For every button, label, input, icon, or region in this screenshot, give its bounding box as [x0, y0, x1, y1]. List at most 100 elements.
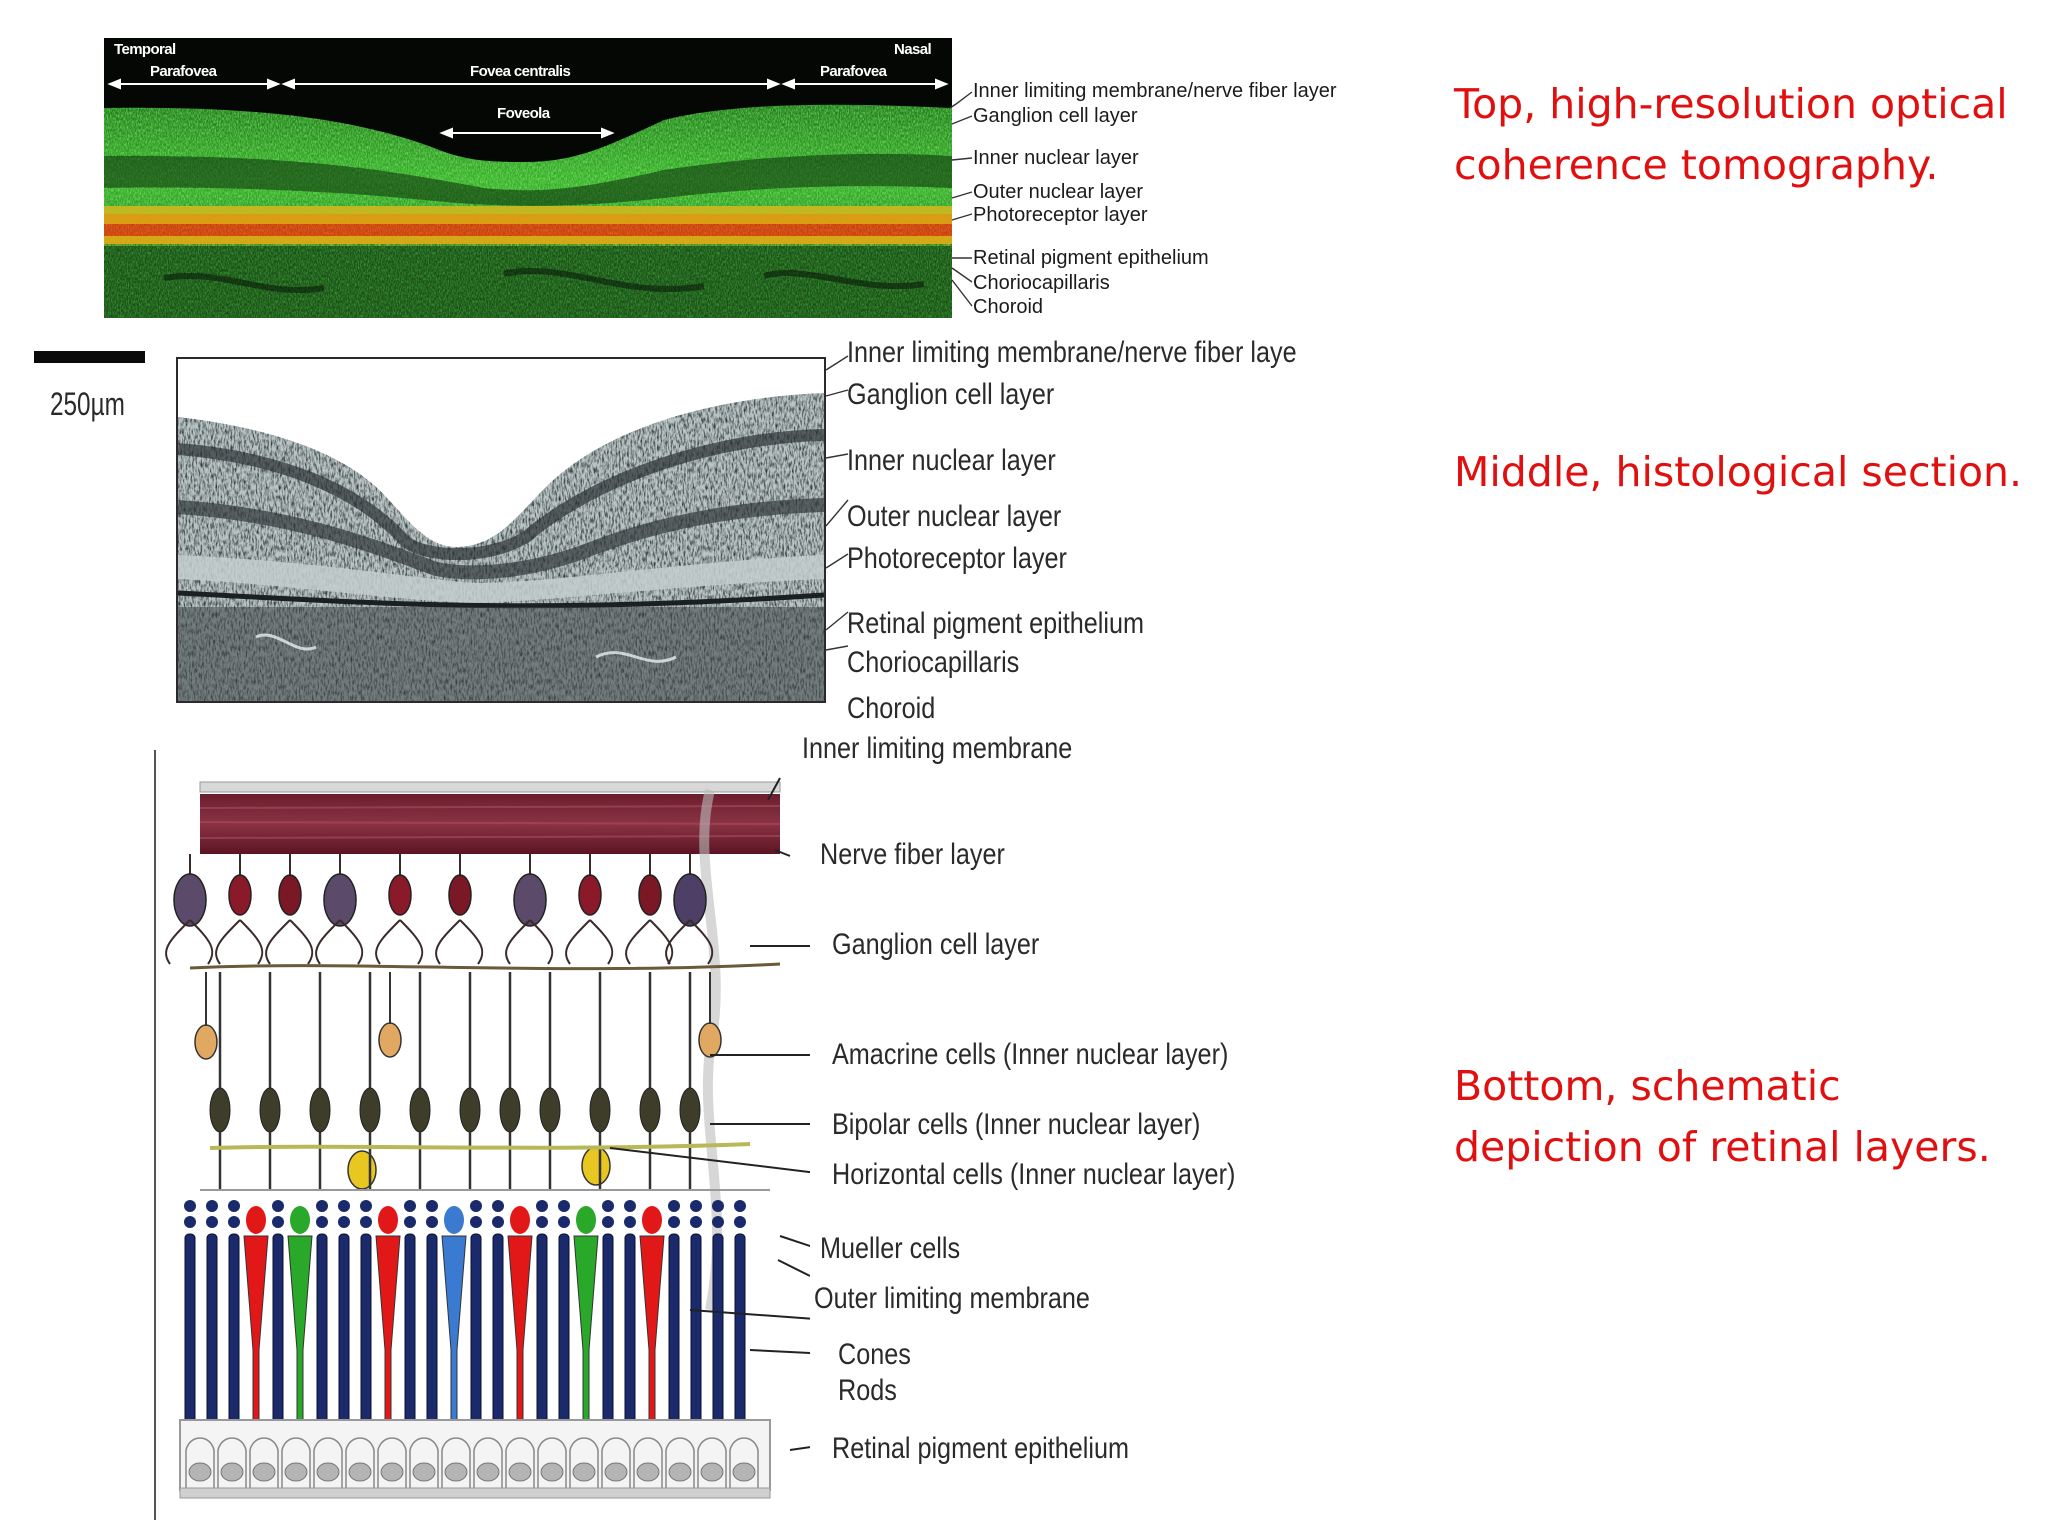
rod: [316, 1233, 328, 1425]
rod-nucleus: [338, 1200, 350, 1212]
ganglion-cell: [513, 873, 547, 927]
rod-nucleus: [624, 1200, 636, 1212]
rod-nucleus: [470, 1200, 482, 1212]
rod-nucleus: [360, 1200, 372, 1212]
ganglion-dendrite: [435, 919, 484, 965]
rpe-cell: [473, 1437, 503, 1490]
horizontal-cell: [581, 1146, 611, 1186]
rpe-nucleus: [476, 1462, 500, 1482]
oct-panel: Temporal Nasal Parafovea Fovea centralis…: [0, 0, 1440, 330]
ganglion-cell: [578, 874, 602, 916]
rpe-nucleus: [188, 1462, 212, 1482]
histo-label-ilm-nfl: Inner limiting membrane/nerve fiber laye: [847, 336, 1297, 369]
rpe-cell: [217, 1437, 247, 1490]
rod-nucleus: [404, 1200, 416, 1212]
caption-bottom: Bottom, schematic depiction of retinal l…: [1454, 1062, 1991, 1171]
rod-nucleus: [426, 1216, 438, 1228]
cone: [441, 1235, 467, 1425]
rod-nucleus: [492, 1200, 504, 1212]
schem-label-ganglion: Ganglion cell layer: [832, 928, 1040, 961]
bipolar-cell: [359, 1087, 381, 1133]
rpe-nucleus: [508, 1462, 532, 1482]
rod: [272, 1233, 284, 1425]
bipolar-cell: [639, 1087, 661, 1133]
amacrine-cell: [194, 1024, 218, 1060]
rpe-cell: [345, 1437, 375, 1490]
histo-label-choriocapillaris: Choriocapillaris: [847, 646, 1020, 679]
oct-label-choroid: Choroid: [973, 296, 1044, 318]
schem-label-mueller: Mueller cells: [820, 1232, 961, 1265]
rod-nucleus: [184, 1216, 196, 1228]
rod: [426, 1233, 438, 1425]
cone: [639, 1235, 665, 1425]
rpe-nucleus: [412, 1462, 436, 1482]
oct-nasal-label: Nasal: [894, 41, 932, 58]
rod-nucleus: [206, 1216, 218, 1228]
rod: [536, 1233, 548, 1425]
rpe-nucleus: [220, 1462, 244, 1482]
cone: [287, 1235, 313, 1425]
rpe-cell: [313, 1437, 343, 1490]
ganglion-cell: [323, 873, 357, 927]
oct-label-inner-nuclear: Inner nuclear layer: [973, 147, 1139, 169]
ganglion-dendrite: [165, 919, 214, 965]
cone-nucleus: [378, 1206, 398, 1234]
rod-nucleus: [404, 1216, 416, 1228]
rpe-nucleus: [604, 1462, 628, 1482]
rod: [404, 1233, 416, 1425]
rpe-nucleus: [444, 1462, 468, 1482]
rod: [734, 1233, 746, 1425]
bipolar-cell: [679, 1087, 701, 1133]
rpe-cell: [505, 1437, 535, 1490]
histo-label-inner-nuclear: Inner nuclear layer: [847, 444, 1056, 477]
rpe-nucleus: [732, 1462, 756, 1482]
rpe-nucleus: [572, 1462, 596, 1482]
oct-label-ganglion: Ganglion cell layer: [973, 105, 1138, 127]
bipolar-cell: [459, 1087, 481, 1133]
rod: [558, 1233, 570, 1425]
rpe-cell: [441, 1437, 471, 1490]
ganglion-cell: [448, 874, 472, 916]
rod-nucleus: [228, 1200, 240, 1212]
schem-label-nerve-fiber: Nerve fiber layer: [820, 838, 1005, 871]
oct-label-rpe: Retinal pigment epithelium: [973, 247, 1209, 269]
rpe-cell: [601, 1437, 631, 1490]
amacrine-cell: [698, 1022, 722, 1058]
rpe-cell: [729, 1437, 759, 1490]
cone: [375, 1235, 401, 1425]
rod: [690, 1233, 702, 1425]
ganglion-dendrite: [265, 919, 314, 965]
rpe-cell: [249, 1437, 279, 1490]
oct-scan-image: [104, 38, 952, 318]
oct-leader-lines: [949, 91, 973, 307]
histo-label-rpe: Retinal pigment epithelium: [847, 607, 1144, 640]
ganglion-dendrite: [315, 919, 364, 965]
rpe-cell: [697, 1437, 727, 1490]
rod-nucleus: [624, 1216, 636, 1228]
rpe-nucleus: [316, 1462, 340, 1482]
oct-parafovea-left-label: Parafovea: [150, 63, 217, 80]
cone-nucleus: [246, 1206, 266, 1234]
rod-nucleus: [426, 1200, 438, 1212]
rod-nucleus: [536, 1200, 548, 1212]
oct-label-ilm-nfl: Inner limiting membrane/nerve fiber laye…: [973, 80, 1337, 102]
histology-leader-lines: [825, 355, 849, 651]
cone-nucleus: [444, 1206, 464, 1234]
rod-nucleus: [668, 1200, 680, 1212]
rpe-cell: [665, 1437, 695, 1490]
rod-nucleus: [734, 1216, 746, 1228]
rod-nucleus: [734, 1200, 746, 1212]
ganglion-dendrite: [625, 919, 674, 965]
oct-label-choriocapillaris: Choriocapillaris: [973, 272, 1110, 294]
rod: [360, 1233, 372, 1425]
ganglion-dendrite: [375, 919, 424, 965]
bipolar-cell: [259, 1087, 281, 1133]
bipolar-cell: [539, 1087, 561, 1133]
horizontal-cell: [347, 1150, 377, 1190]
rod-nucleus: [228, 1216, 240, 1228]
rpe-nucleus: [540, 1462, 564, 1482]
amacrine-cell: [378, 1022, 402, 1058]
ganglion-cell: [278, 874, 302, 916]
rpe-nucleus: [700, 1462, 724, 1482]
histo-label-outer-nuclear: Outer nuclear layer: [847, 500, 1062, 533]
